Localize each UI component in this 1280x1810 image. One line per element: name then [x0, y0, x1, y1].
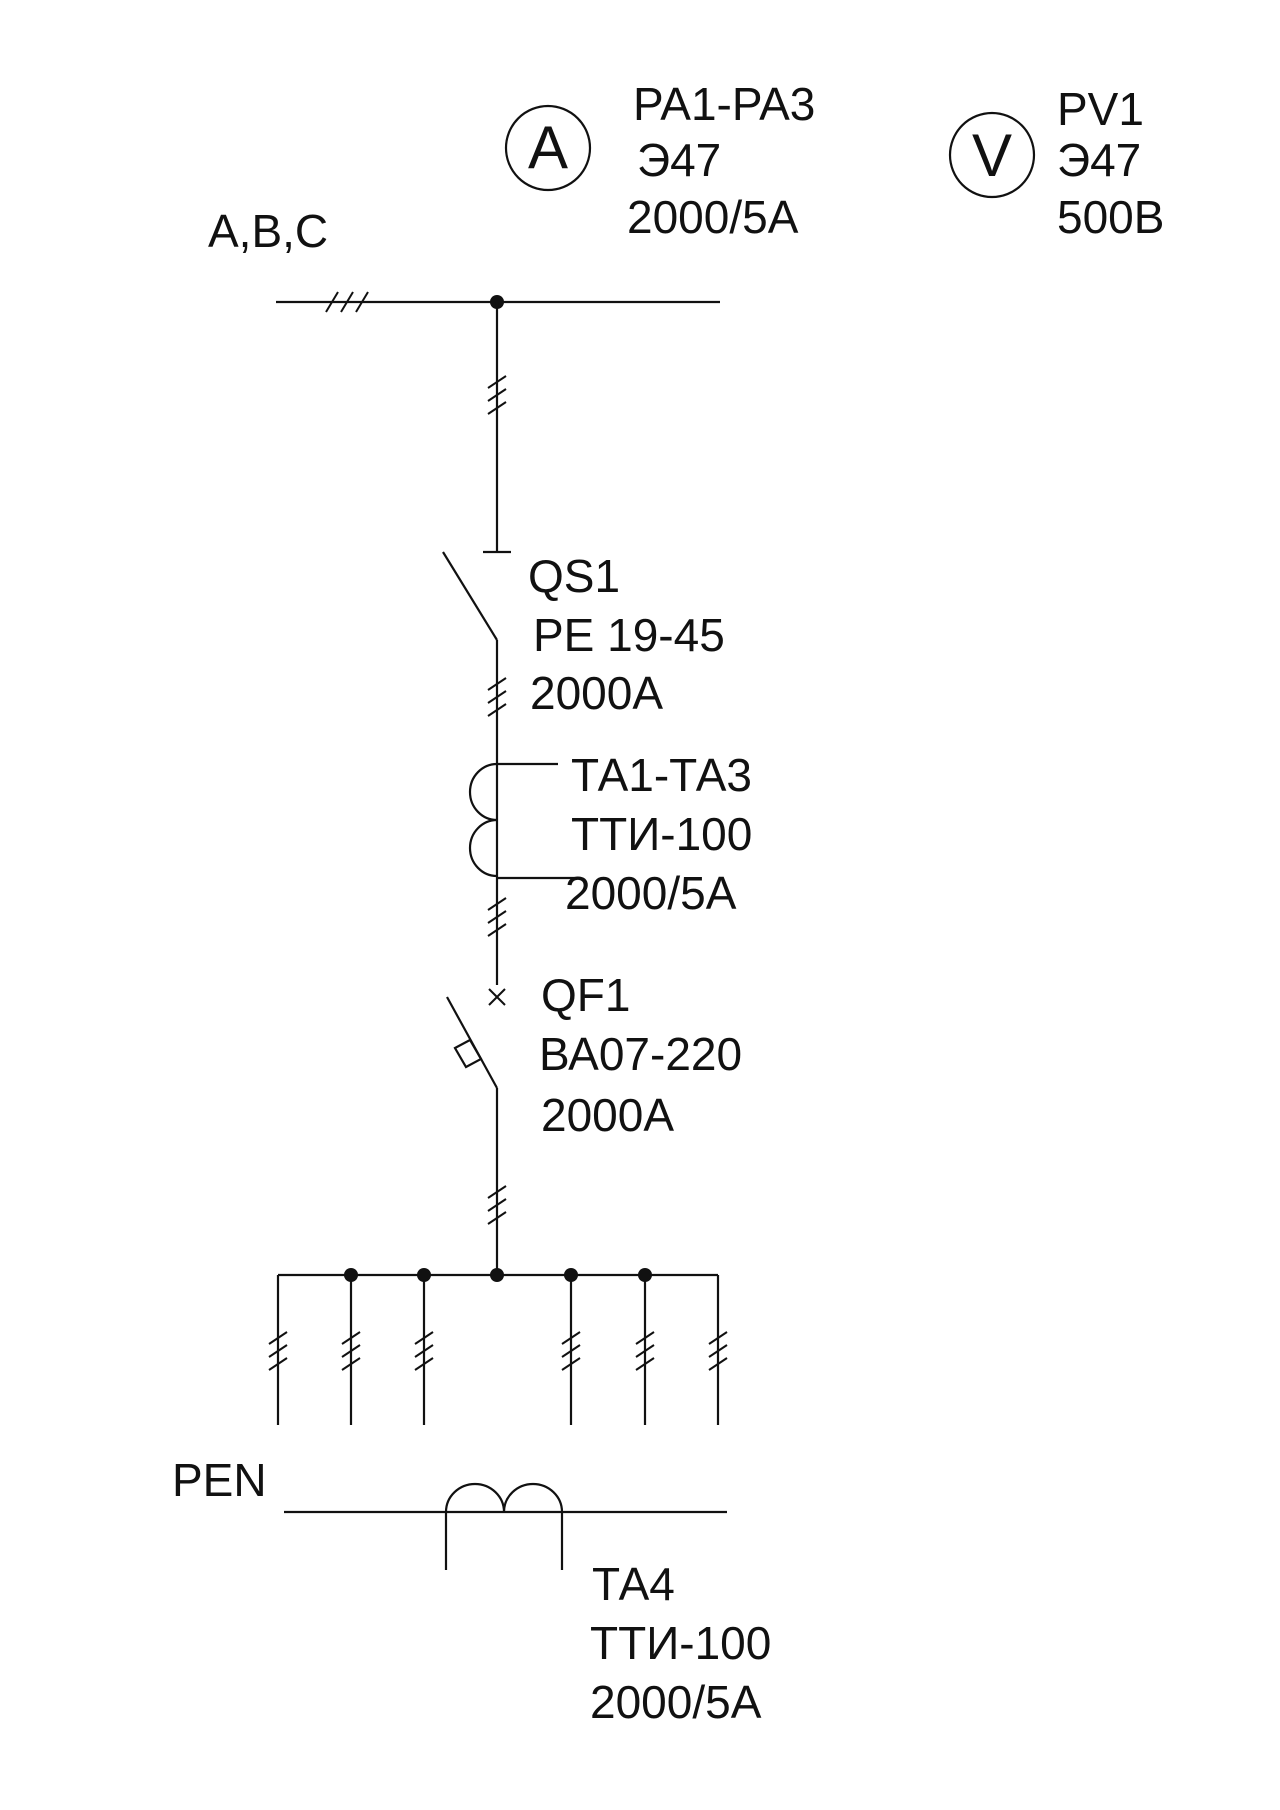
breaker-designation: QF1 [541, 969, 630, 1021]
ammeter-rating: 2000/5А [627, 191, 799, 243]
disconnector-qs1: QS1 РЕ 19-45 2000А [442, 550, 725, 760]
ta4-type: ТТИ-100 [590, 1617, 771, 1669]
ta4-rating: 2000/5А [590, 1676, 762, 1728]
pen-transformer-ta4: ТА4 ТТИ-100 2000/5А [590, 1558, 771, 1728]
ammeter-symbol-circle [504, 104, 592, 192]
breaker-qf1: QF1 ВА07-220 2000А [446, 969, 742, 1275]
voltmeter-designation: PV1 [1057, 83, 1144, 135]
disconnector-rating: 2000А [530, 667, 663, 719]
breaker-rating: 2000А [541, 1089, 674, 1141]
feeder-line-upper [483, 302, 511, 554]
current-transformers-ta1-ta3: ТА1-ТА3 ТТИ-100 2000/5А [468, 749, 752, 985]
pen-label: PEN [172, 1454, 267, 1506]
ct-rating: 2000/5А [565, 867, 737, 919]
bus-label: A,B,C [208, 205, 328, 257]
breaker-type: ВА07-220 [539, 1028, 742, 1080]
ammeter-type: Э47 [637, 134, 721, 186]
distribution-busbar [268, 1268, 728, 1425]
voltmeter: V PV1 Э47 500В [948, 83, 1164, 243]
ct-type: ТТИ-100 [571, 808, 752, 860]
ammeter-symbol: A [528, 114, 568, 181]
disconnector-designation: QS1 [528, 550, 620, 602]
ammeter: A PA1-PA3 Э47 2000/5А [504, 78, 815, 243]
disconnector-type: РЕ 19-45 [533, 609, 725, 661]
ct-designation: ТА1-ТА3 [571, 749, 752, 801]
voltmeter-symbol: V [972, 122, 1012, 189]
voltmeter-type: Э47 [1057, 134, 1141, 186]
voltmeter-rating: 500В [1057, 191, 1164, 243]
voltmeter-symbol-circle [948, 111, 1036, 199]
ammeter-designation: PA1-PA3 [633, 78, 815, 130]
ta4-designation: ТА4 [592, 1558, 675, 1610]
pen-conductor: PEN [172, 1454, 727, 1570]
